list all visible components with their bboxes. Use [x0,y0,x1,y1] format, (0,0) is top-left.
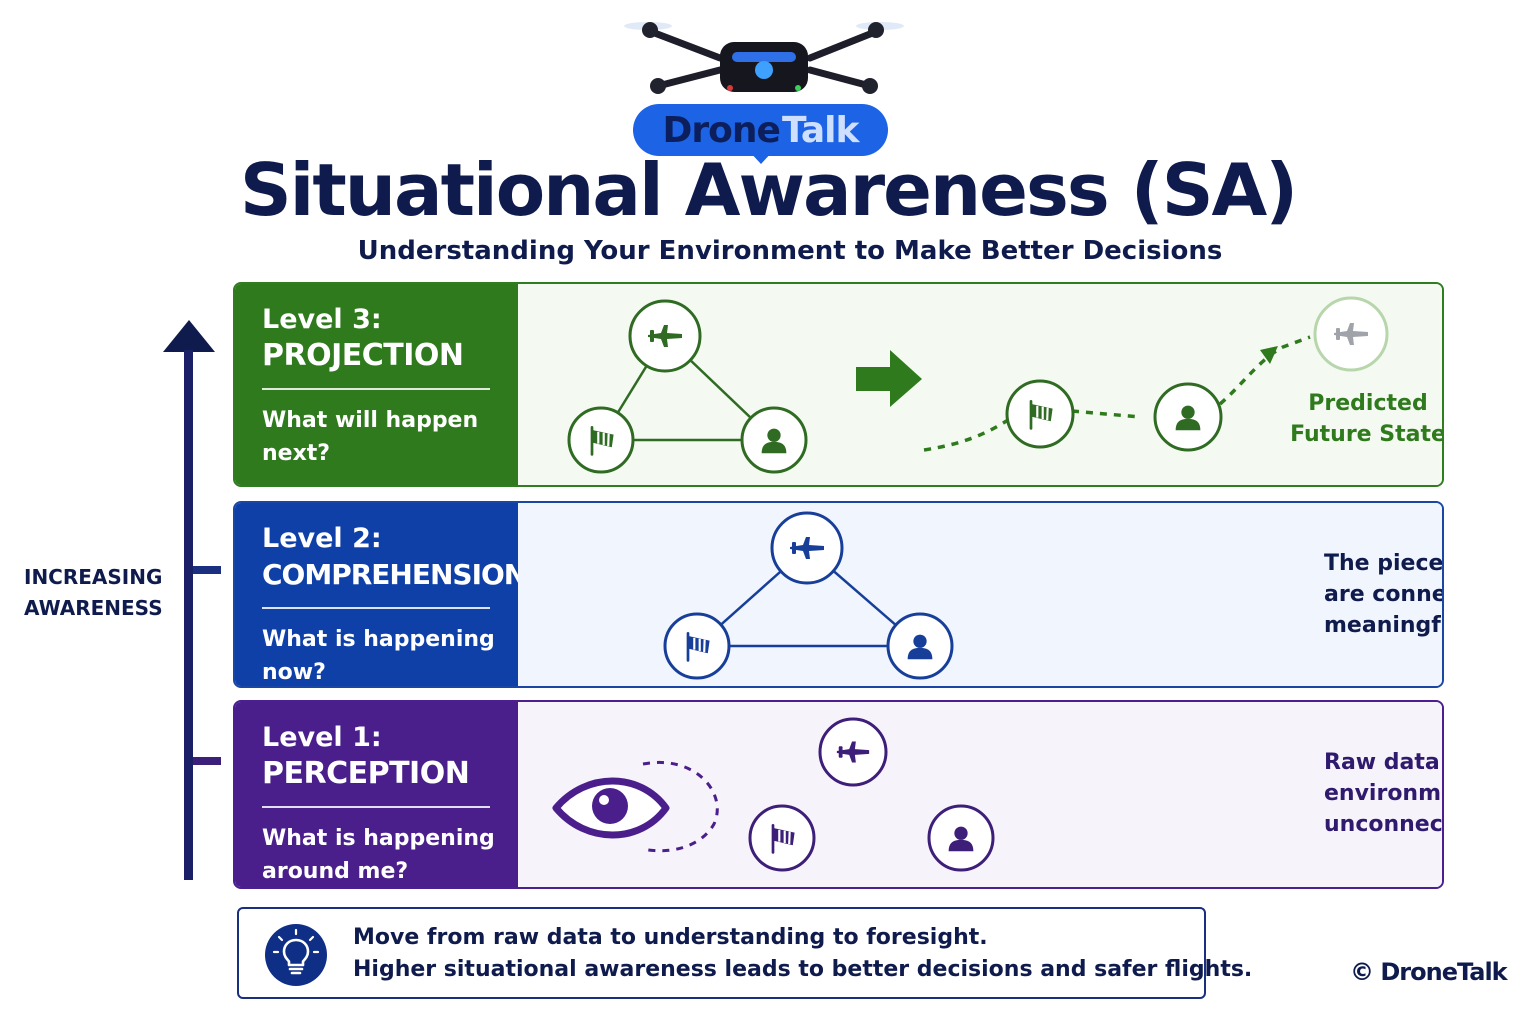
windsock-icon [663,612,731,680]
level-1-description: Raw data from the environment — unconnec… [1324,747,1443,840]
brand-talk-text: Talk [781,109,859,151]
level-3-header: Level 3: PROJECTION What will happen nex… [235,284,518,485]
level-1-question-line2: around me? [262,859,409,884]
level-3-question: What will happen next? [262,404,502,470]
page-title: Situational Awareness (SA) [239,148,1298,232]
aircraft-icon [1313,296,1389,372]
level-2-diagram: The pieces of information are connected … [518,503,1442,686]
up-arrow-icon [163,320,221,880]
windsock-icon [1005,379,1075,449]
level-1-desc-line3: unconnected. [1324,812,1443,837]
predicted-line2: Future State [1290,422,1444,447]
divider [262,388,490,390]
divider [262,806,490,808]
axis-label-line2: AWARENESS [24,596,163,620]
windsock-icon [748,804,816,872]
level-3-panel: Level 3: PROJECTION What will happen nex… [233,282,1444,487]
callout-line2: Higher situational awareness leads to be… [353,957,1253,982]
aircraft-icon [628,299,702,373]
level-2-desc-line3: meaningful. [1324,613,1442,638]
level-1-diagram: Raw data from the environment — unconnec… [518,702,1442,887]
level-1-question-line1: What is happening [262,826,495,851]
axis-label: INCREASING AWARENESS [24,562,174,624]
level-2-desc-line2: are connected and [1324,582,1442,607]
level-3-name: PROJECTION [262,338,464,373]
person-icon [927,804,995,872]
level-1-desc-line2: environment — [1324,781,1442,806]
drone-icon [624,22,904,94]
predicted-line1: Predicted [1308,391,1428,416]
page-subtitle: Understanding Your Environment to Make B… [357,236,1223,266]
divider [262,607,490,609]
callout-line1: Move from raw data to understanding to f… [353,925,988,950]
lightbulb-icon [265,924,327,986]
windsock-icon [567,406,635,474]
level-3-number: Level 3: [262,304,382,335]
level-2-name: COMPREHENSION [262,558,527,591]
person-icon [1153,382,1223,452]
arrow-right-icon [856,350,922,407]
level-2-desc-line1: The pieces of information [1324,551,1444,576]
level-2-question: What is happening now? [262,623,502,686]
brand-pointer [748,150,774,164]
brand-logo: Drone Talk [633,104,888,156]
summary-callout: Move from raw data to understanding to f… [237,907,1252,999]
level-1-number: Level 1: [262,722,382,753]
level-1-header: Level 1: PERCEPTION What is happening ar… [235,702,518,887]
level-2-panel: Level 2: COMPREHENSION What is happening… [233,501,1444,688]
level-2-header: Level 2: COMPREHENSION What is happening… [235,503,527,686]
level-2-number: Level 2: [262,523,382,554]
axis-label-line1: INCREASING [24,565,163,589]
person-icon [886,612,954,680]
aircraft-icon [818,717,888,787]
level-2-question-line2: now? [262,660,326,685]
level-3-question-line2: next? [262,441,331,466]
level-3-diagram: Predicted Future State [518,284,1442,485]
person-icon [740,406,808,474]
level-1-panel: Level 1: PERCEPTION What is happening ar… [233,700,1444,889]
level-2-question-line1: What is happening [262,627,495,652]
level-1-name: PERCEPTION [262,756,470,791]
level-1-question: What is happening around me? [262,822,502,887]
level-1-desc-line1: Raw data from the [1324,750,1442,775]
aircraft-icon [770,511,844,585]
level-2-description: The pieces of information are connected … [1324,548,1444,641]
eye-icon [552,761,719,853]
level-3-question-line1: What will happen [262,408,479,433]
copyright-text: © DroneTalk [1350,958,1508,986]
predicted-future-state: Predicted Future State [1278,388,1444,450]
brand-drone-text: Drone [662,109,781,151]
